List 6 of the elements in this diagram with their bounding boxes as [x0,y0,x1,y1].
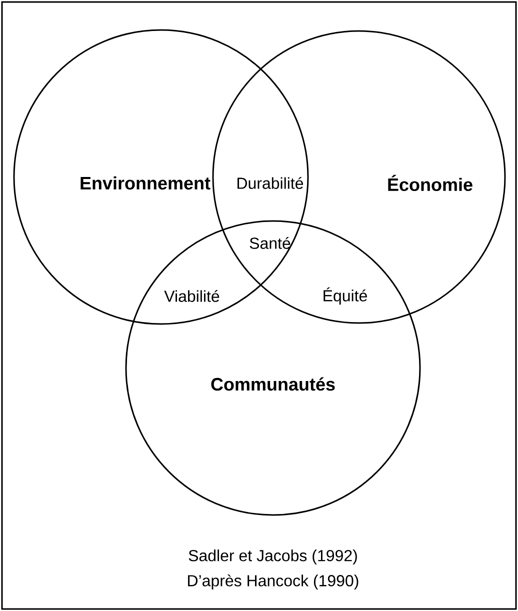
region-label: Viabilité [164,290,220,302]
region-label: Durabilité [238,177,304,189]
region-label: Équité [324,287,367,305]
region-label: Santé [250,237,290,249]
source-note: Sadler et Jacobs (1992) [188,550,357,564]
source-note: D’après Hancock (1990) [188,574,358,590]
